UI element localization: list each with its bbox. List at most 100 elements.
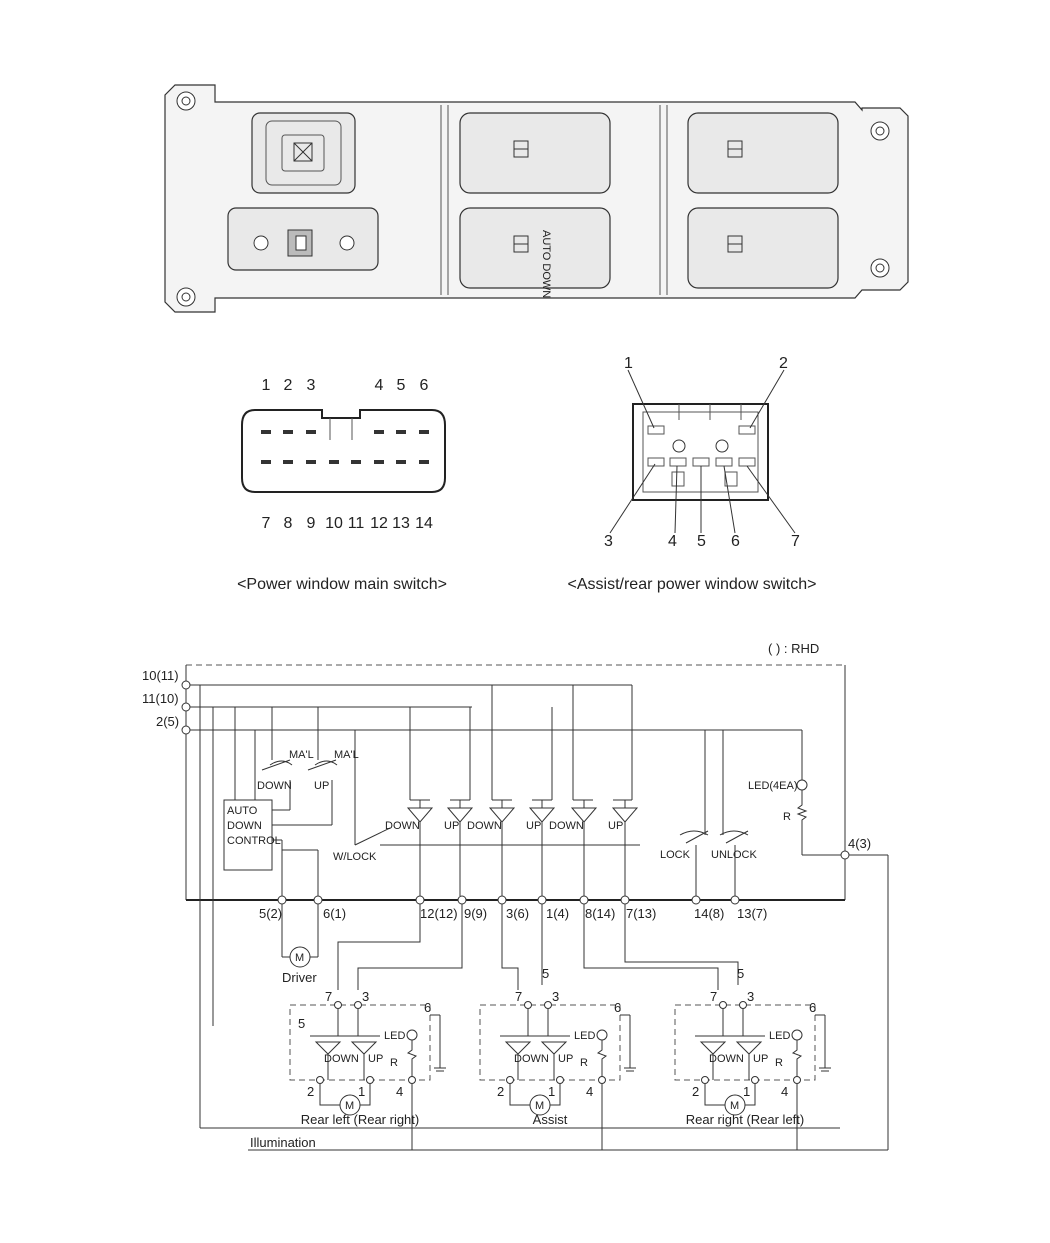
auto-down-control-line-1: AUTO bbox=[227, 805, 258, 817]
sub-terminal bbox=[598, 1076, 606, 1084]
sub-terminal bbox=[793, 1076, 801, 1084]
sub-led-label: LED bbox=[384, 1030, 405, 1042]
sub-terminal bbox=[408, 1076, 416, 1084]
sub-terminal-7: 7 bbox=[515, 989, 522, 1004]
sub-r-label: R bbox=[775, 1057, 783, 1069]
main-pin bbox=[329, 460, 339, 464]
sub-led-label: LED bbox=[769, 1030, 790, 1042]
main-pin bbox=[306, 430, 316, 434]
sub-led-label: LED bbox=[574, 1030, 595, 1042]
main-pin-label-bottom: 11 bbox=[348, 515, 365, 532]
bt-7: 7(13) bbox=[626, 906, 656, 921]
driver-motor-m: M bbox=[295, 952, 304, 964]
driver-motor-icon bbox=[289, 946, 311, 968]
bt-0: 5(2) bbox=[259, 906, 282, 921]
manual-down-label: DOWN bbox=[257, 780, 292, 792]
bottom-terminal bbox=[497, 895, 507, 905]
main-pin bbox=[419, 460, 429, 464]
sub-motor-wire bbox=[509, 1084, 561, 1106]
led-icon bbox=[406, 1029, 418, 1041]
main-pin-label-top: 6 bbox=[420, 377, 429, 394]
lock-label: LOCK bbox=[660, 849, 691, 861]
sub-terminal-5: 5 bbox=[737, 966, 744, 981]
sub-terminal-6: 6 bbox=[614, 1000, 621, 1015]
sub-terminal bbox=[506, 1076, 514, 1084]
sub-terminal-3: 3 bbox=[552, 989, 559, 1004]
sub-terminal-2: 2 bbox=[497, 1084, 504, 1099]
main-pin-label-top: 3 bbox=[307, 377, 316, 394]
sub-motor-m: M bbox=[345, 1100, 354, 1112]
ground-icon bbox=[819, 1067, 831, 1072]
sub-terminal bbox=[701, 1076, 709, 1084]
bottom-terminal bbox=[277, 895, 287, 905]
ws-label-1: DOWN bbox=[385, 820, 420, 832]
sub-motor-wire bbox=[704, 1084, 756, 1106]
assist-callout-6: 6 bbox=[731, 533, 740, 550]
led-icon bbox=[596, 1029, 608, 1041]
bottom-terminal bbox=[537, 895, 547, 905]
main-pin-label-bottom: 7 bbox=[262, 515, 271, 532]
led-icon bbox=[791, 1029, 803, 1041]
illumination-label: Illumination bbox=[250, 1135, 316, 1150]
main-switch-caption: <Power window main switch> bbox=[237, 576, 447, 593]
assist-callout-4: 4 bbox=[668, 533, 677, 550]
led-4ea-label: LED(4EA) bbox=[748, 780, 798, 792]
sub-switch-name: Assist bbox=[533, 1112, 568, 1127]
main-pin-label-bottom: 12 bbox=[370, 515, 388, 532]
sub-terminal bbox=[334, 1001, 342, 1009]
bt-3: 9(9) bbox=[464, 906, 487, 921]
unlock-label: UNLOCK bbox=[711, 849, 758, 861]
auto-down-button-label: AUTO DOWN bbox=[540, 230, 552, 298]
sub-resistor bbox=[791, 1040, 803, 1079]
sub-terminal-4: 4 bbox=[396, 1084, 403, 1099]
sub-resistor bbox=[406, 1040, 418, 1079]
sub-terminal-5: 5 bbox=[542, 966, 549, 981]
motor-icon bbox=[529, 1094, 551, 1116]
bottom-terminal bbox=[730, 895, 740, 905]
sub-terminal-7: 7 bbox=[710, 989, 717, 1004]
main-pin bbox=[283, 460, 293, 464]
sub-switch-contact bbox=[735, 1041, 763, 1055]
sub-terminal bbox=[316, 1076, 324, 1084]
assist-callout-7: 7 bbox=[791, 533, 800, 550]
sub-terminal-3: 3 bbox=[747, 989, 754, 1004]
bottom-terminal bbox=[313, 895, 323, 905]
schematic: ( ) : RHD 10(11) 11(10) 2(5) bbox=[142, 641, 889, 1151]
sub-terminal-4: 4 bbox=[781, 1084, 788, 1099]
sub-down-label: DOWN bbox=[709, 1053, 744, 1065]
bt-6: 8(14) bbox=[585, 906, 615, 921]
window-lock-icon bbox=[293, 142, 313, 162]
sub-terminal bbox=[739, 1001, 747, 1009]
ws-label-4: UP bbox=[526, 820, 541, 832]
mal-label-1: MA'L bbox=[289, 749, 314, 761]
main-pin bbox=[419, 430, 429, 434]
assist-switch-connector: 1 2 3 4 5 6 7 bbox=[604, 355, 800, 550]
switch-panel-drawing: AUTO DOWN bbox=[164, 84, 909, 313]
main-pin bbox=[283, 430, 293, 434]
sub-terminal bbox=[719, 1001, 727, 1009]
auto-down-control-line-3: CONTROL bbox=[227, 835, 281, 847]
sub-up-label: UP bbox=[368, 1053, 383, 1065]
terminal-2-5: 2(5) bbox=[156, 714, 179, 729]
sub-switch-name: Rear right (Rear left) bbox=[686, 1112, 804, 1127]
motor-icon bbox=[339, 1094, 361, 1116]
sub-terminal bbox=[544, 1001, 552, 1009]
sub-switch-name: Rear left (Rear right) bbox=[301, 1112, 419, 1127]
ws-label-6: UP bbox=[608, 820, 623, 832]
sub-switch-contact bbox=[314, 1041, 342, 1055]
sub-up-label: UP bbox=[753, 1053, 768, 1065]
assist-switch-caption: <Assist/rear power window switch> bbox=[568, 576, 817, 593]
main-pin-label-bottom: 14 bbox=[415, 515, 433, 532]
main-pin-label-top: 4 bbox=[375, 377, 384, 394]
assist-callout-3: 3 bbox=[604, 533, 613, 550]
sub-r-label: R bbox=[390, 1057, 398, 1069]
sub-terminal bbox=[354, 1001, 362, 1009]
sub-terminal bbox=[556, 1076, 564, 1084]
sub-motor-m: M bbox=[730, 1100, 739, 1112]
sub-switch-contact bbox=[699, 1041, 727, 1055]
main-pin-label-bottom: 9 bbox=[307, 515, 316, 532]
driver-label: Driver bbox=[282, 970, 317, 985]
